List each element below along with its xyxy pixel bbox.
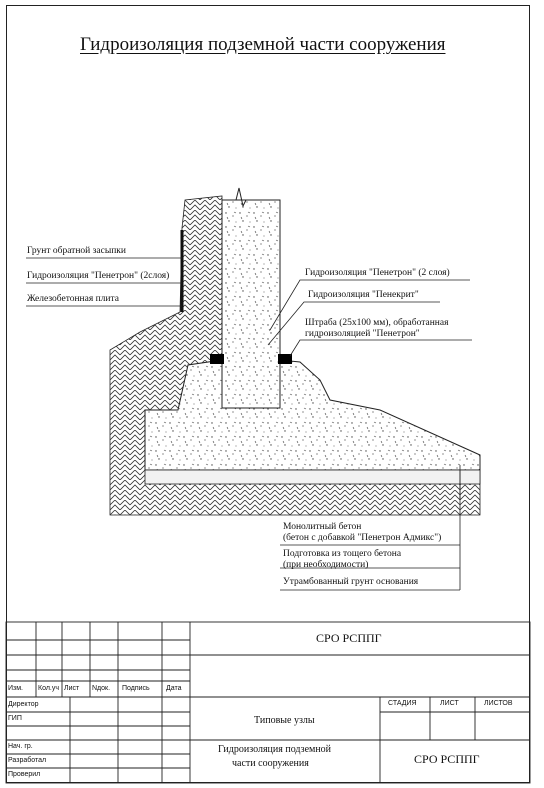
role-director: Директор [8, 701, 39, 708]
label-monolith-2: (бетон с добавкой "Пенетрон Адмикс") [283, 533, 442, 543]
org-bottom: СРО РСППГ [414, 752, 480, 766]
groove-left [210, 354, 224, 364]
hdr-count: Кол.уч [38, 685, 59, 692]
label-prep-2: (при необходимости) [283, 560, 369, 570]
hdr-lists: ЛИСТОВ [484, 700, 513, 707]
label-waterproof-left: Гидроизоляция "Пенетрон" (2слоя) [27, 271, 170, 281]
concrete-wall [221, 199, 281, 409]
hdr-change: Изм. [8, 685, 23, 692]
label-backfill: Грунт обратной засыпки [27, 246, 126, 256]
drawing-name-1: Гидроизоляция подземной [218, 744, 332, 755]
hdr-date: Дата [166, 685, 182, 692]
hdr-sign: Подпись [122, 685, 150, 692]
role-developer: Разработал [8, 757, 47, 764]
hdr-sheet: Лист [64, 685, 80, 692]
foundation-slab [144, 359, 481, 471]
break-line [225, 187, 278, 208]
label-penecrit: Гидроизоляция "Пенекрит" [308, 290, 419, 300]
hdr-list: ЛИСТ [440, 700, 459, 707]
lean-concrete [144, 469, 481, 485]
groove-right [278, 354, 292, 364]
org-top: СРО РСППГ [316, 631, 382, 645]
label-waterproof-right: Гидроизоляция "Пенетрон" (2 слоя) [305, 268, 450, 278]
label-monolith-1: Монолитный бетон [283, 522, 362, 532]
hdr-doc: Nдок. [92, 685, 111, 692]
label-prep-1: Подготовка из тощего бетона [283, 549, 402, 559]
role-head: Нач. гр. [8, 743, 33, 750]
label-slab: Железобетонная плита [27, 294, 119, 304]
drawing-name-2: части сооружения [232, 758, 309, 769]
section-name: Типовые узлы [254, 715, 315, 726]
label-groove-2: гидроизоляцией "Пенетрон" [305, 329, 420, 339]
role-gip: ГИП [8, 715, 22, 722]
title-block [5, 621, 531, 784]
label-groove-1: Штраба (25x100 мм), обработанная [305, 318, 449, 328]
role-checker: Проверил [8, 771, 41, 778]
label-soil: Утрамбованный грунт основания [283, 577, 419, 587]
drawing-frame [6, 5, 530, 783]
page-title: Гидроизоляция подземной части сооружения [80, 34, 446, 55]
hdr-stage: СТАДИЯ [388, 700, 417, 707]
